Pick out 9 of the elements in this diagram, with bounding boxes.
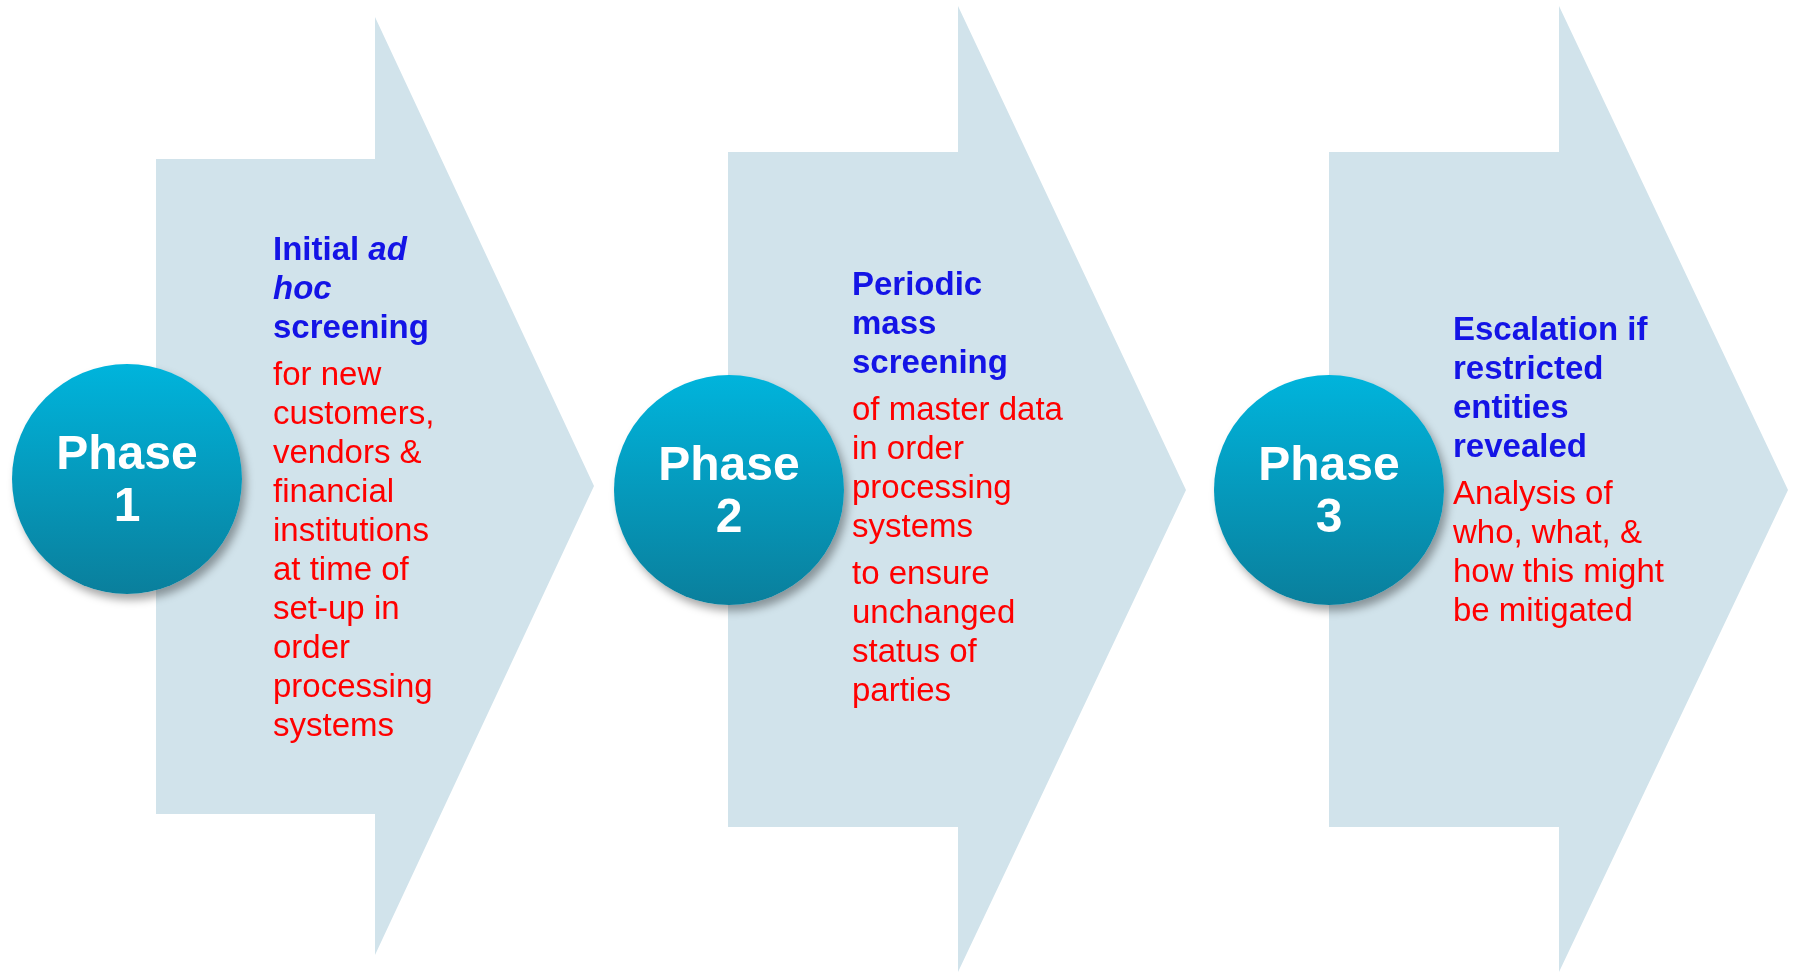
step-description: to ensure unchanged status of parties <box>852 553 1017 709</box>
phase-label: Phase 3 <box>1257 438 1401 542</box>
step-heading: Escalation if restricted entities revealed <box>1453 309 1649 465</box>
step-description: for new customers, vendors & financial institutions at time of set-up in order processing systems <box>273 354 436 744</box>
step-heading: Periodic mass screening <box>852 264 1009 381</box>
phase-label: Phase 1 <box>55 427 199 531</box>
step-heading: Initial ad hoc screening <box>273 229 430 346</box>
step-description: Analysis of who, what, & how this might be mitigated <box>1453 473 1665 629</box>
phase-label: Phase 2 <box>657 438 801 542</box>
